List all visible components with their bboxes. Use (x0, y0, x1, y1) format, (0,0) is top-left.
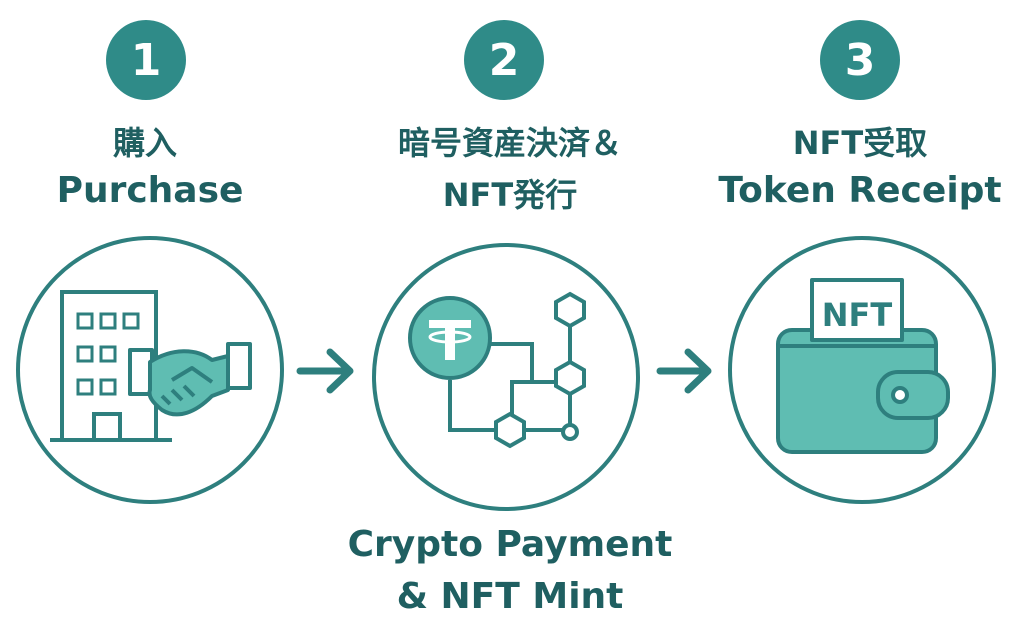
step-2-circle (372, 243, 640, 511)
step-2-caption-line1: Crypto Payment (347, 524, 673, 565)
step-3-badge: 3 (820, 20, 900, 100)
step-1-circle (16, 236, 284, 504)
step-2-title-jp-line2: NFT発行 (442, 176, 578, 214)
step-1-title-en: Purchase (56, 170, 244, 211)
step-3-title-jp: NFT受取 (792, 124, 928, 162)
step-2-caption-line2: & NFT Mint (396, 576, 624, 617)
step-2-title-jp: 暗号資産決済＆ (397, 124, 622, 162)
wallet-icon (776, 278, 950, 454)
hexagon-network-icon (448, 291, 586, 449)
step-3-circle (728, 236, 996, 504)
step-3-title-en: Token Receipt (718, 170, 1002, 211)
step-2-badge: 2 (464, 20, 544, 100)
tether-coin-icon (408, 296, 492, 380)
arrow-right-icon (296, 348, 354, 394)
nft-card-label: NFT (822, 296, 893, 334)
arrow-right-icon (656, 348, 712, 394)
step-1-badge: 1 (106, 20, 186, 100)
step-1-title-jp: 購入 (112, 124, 177, 162)
handshake-icon (128, 342, 252, 417)
